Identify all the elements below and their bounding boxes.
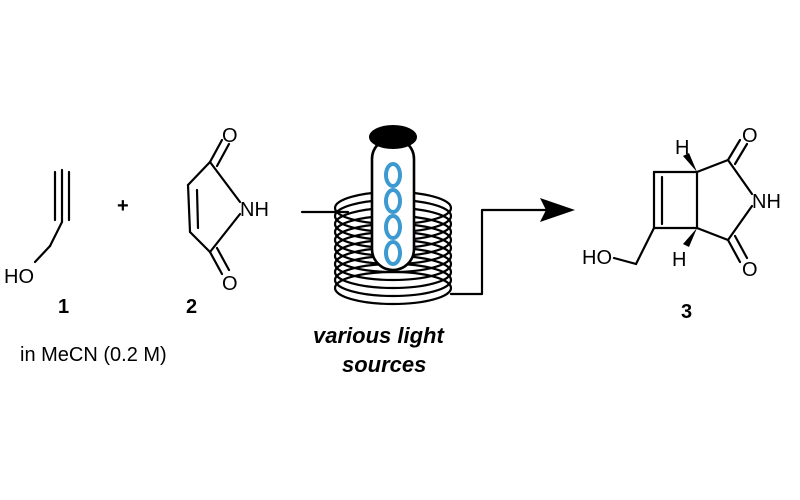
reaction-arrow-head xyxy=(540,198,575,222)
product-3-ho-label: HO xyxy=(582,247,612,269)
reaction-conditions: in MeCN (0.2 M) xyxy=(20,344,167,366)
reactant-2-structure: O NH O xyxy=(186,125,269,295)
reactant-2-number: 2 xyxy=(186,296,197,318)
product-3-nh: NH xyxy=(752,191,781,213)
reactant-1-number: 1 xyxy=(58,296,69,318)
reactant-2-o-top: O xyxy=(222,125,238,147)
flow-reactor xyxy=(300,125,575,306)
light-source-label-line1: various light xyxy=(313,323,445,348)
product-3-h-bottom: H xyxy=(672,249,686,271)
reactant-2-o-bottom: O xyxy=(222,273,238,295)
product-3-number: 3 xyxy=(681,301,692,323)
light-droplets xyxy=(384,162,402,266)
reactant-1-structure: HO xyxy=(4,168,71,288)
product-3-structure: H H O NH O HO xyxy=(582,125,781,281)
plus-sign: + xyxy=(117,195,129,217)
reactant-2-nh: NH xyxy=(240,199,269,221)
lamp-tube xyxy=(369,125,417,272)
product-3-o-top: O xyxy=(742,125,758,147)
light-source-label-line2: sources xyxy=(342,352,426,377)
product-3-o-bottom: O xyxy=(742,259,758,281)
product-3-h-top: H xyxy=(675,137,689,159)
reactant-1-ho-label: HO xyxy=(4,266,34,288)
